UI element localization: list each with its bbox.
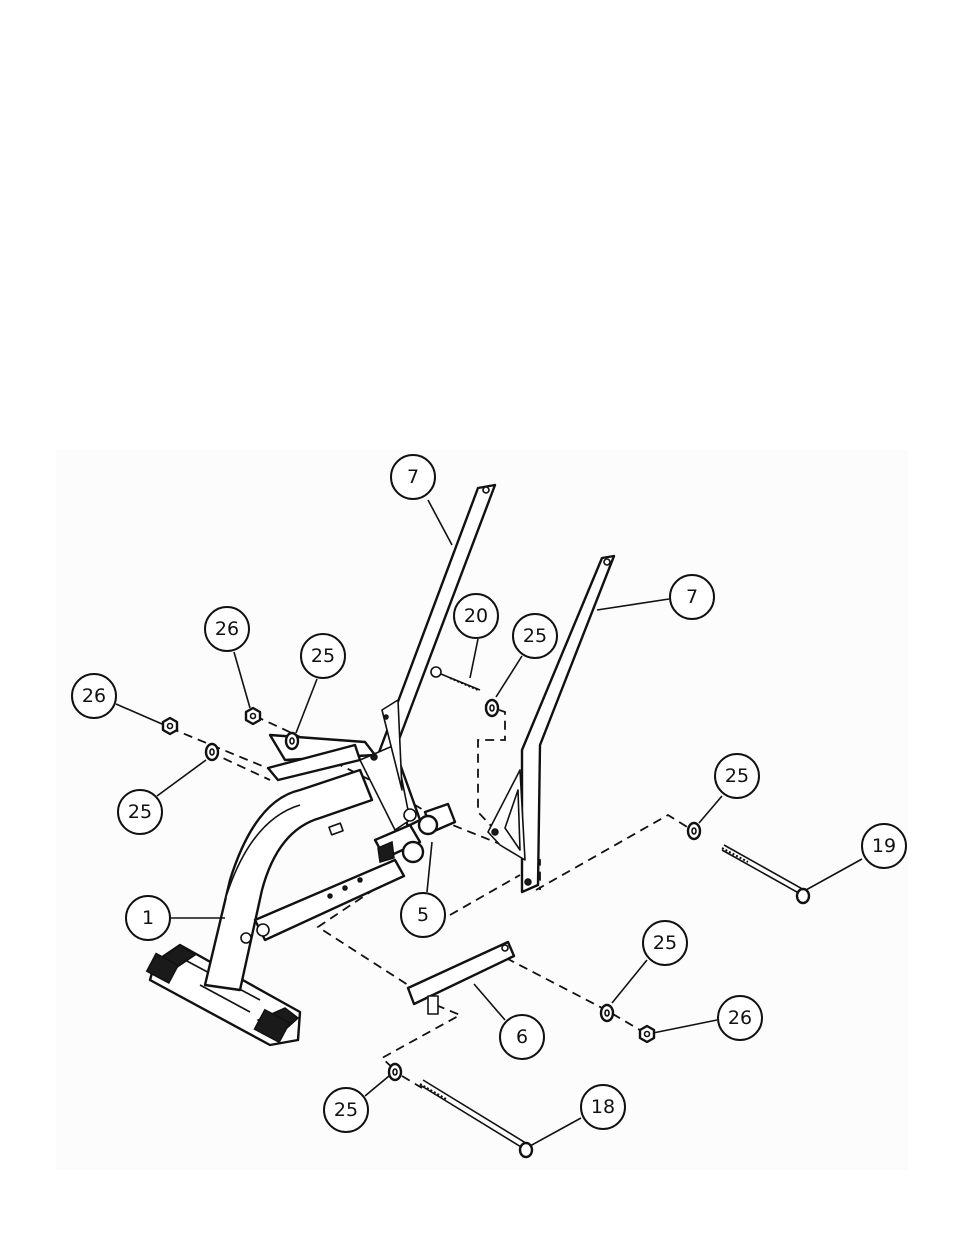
callout-label: 7 bbox=[407, 466, 419, 488]
callout-label: 19 bbox=[872, 835, 896, 857]
callout-label: 25 bbox=[725, 765, 749, 787]
callout-label: 26 bbox=[215, 618, 239, 640]
washer-25-d bbox=[688, 823, 700, 839]
washer-25-c bbox=[486, 700, 498, 716]
callout-label: 5 bbox=[417, 904, 429, 926]
washer-25-a bbox=[206, 744, 218, 760]
callout-label: 25 bbox=[523, 625, 547, 647]
callout-label: 7 bbox=[686, 586, 698, 608]
callout-label: 25 bbox=[128, 801, 152, 823]
nut-26-a bbox=[163, 718, 177, 734]
washer-25-f bbox=[389, 1064, 401, 1080]
callout-label: 25 bbox=[653, 932, 677, 954]
washer-25-b bbox=[286, 733, 298, 749]
callout-label: 20 bbox=[464, 605, 488, 627]
nut-26-c bbox=[640, 1026, 654, 1042]
callout-label: 25 bbox=[334, 1099, 358, 1121]
drawing-panel bbox=[56, 450, 908, 1170]
callout-label: 26 bbox=[82, 685, 106, 707]
callout-label: 18 bbox=[591, 1096, 615, 1118]
callout-label: 1 bbox=[142, 907, 154, 929]
callout-label: 26 bbox=[728, 1007, 752, 1029]
callout-label: 6 bbox=[516, 1026, 528, 1048]
nut-26-b bbox=[246, 708, 260, 724]
washer-25-e bbox=[601, 1005, 613, 1021]
callout-label: 25 bbox=[311, 645, 335, 667]
